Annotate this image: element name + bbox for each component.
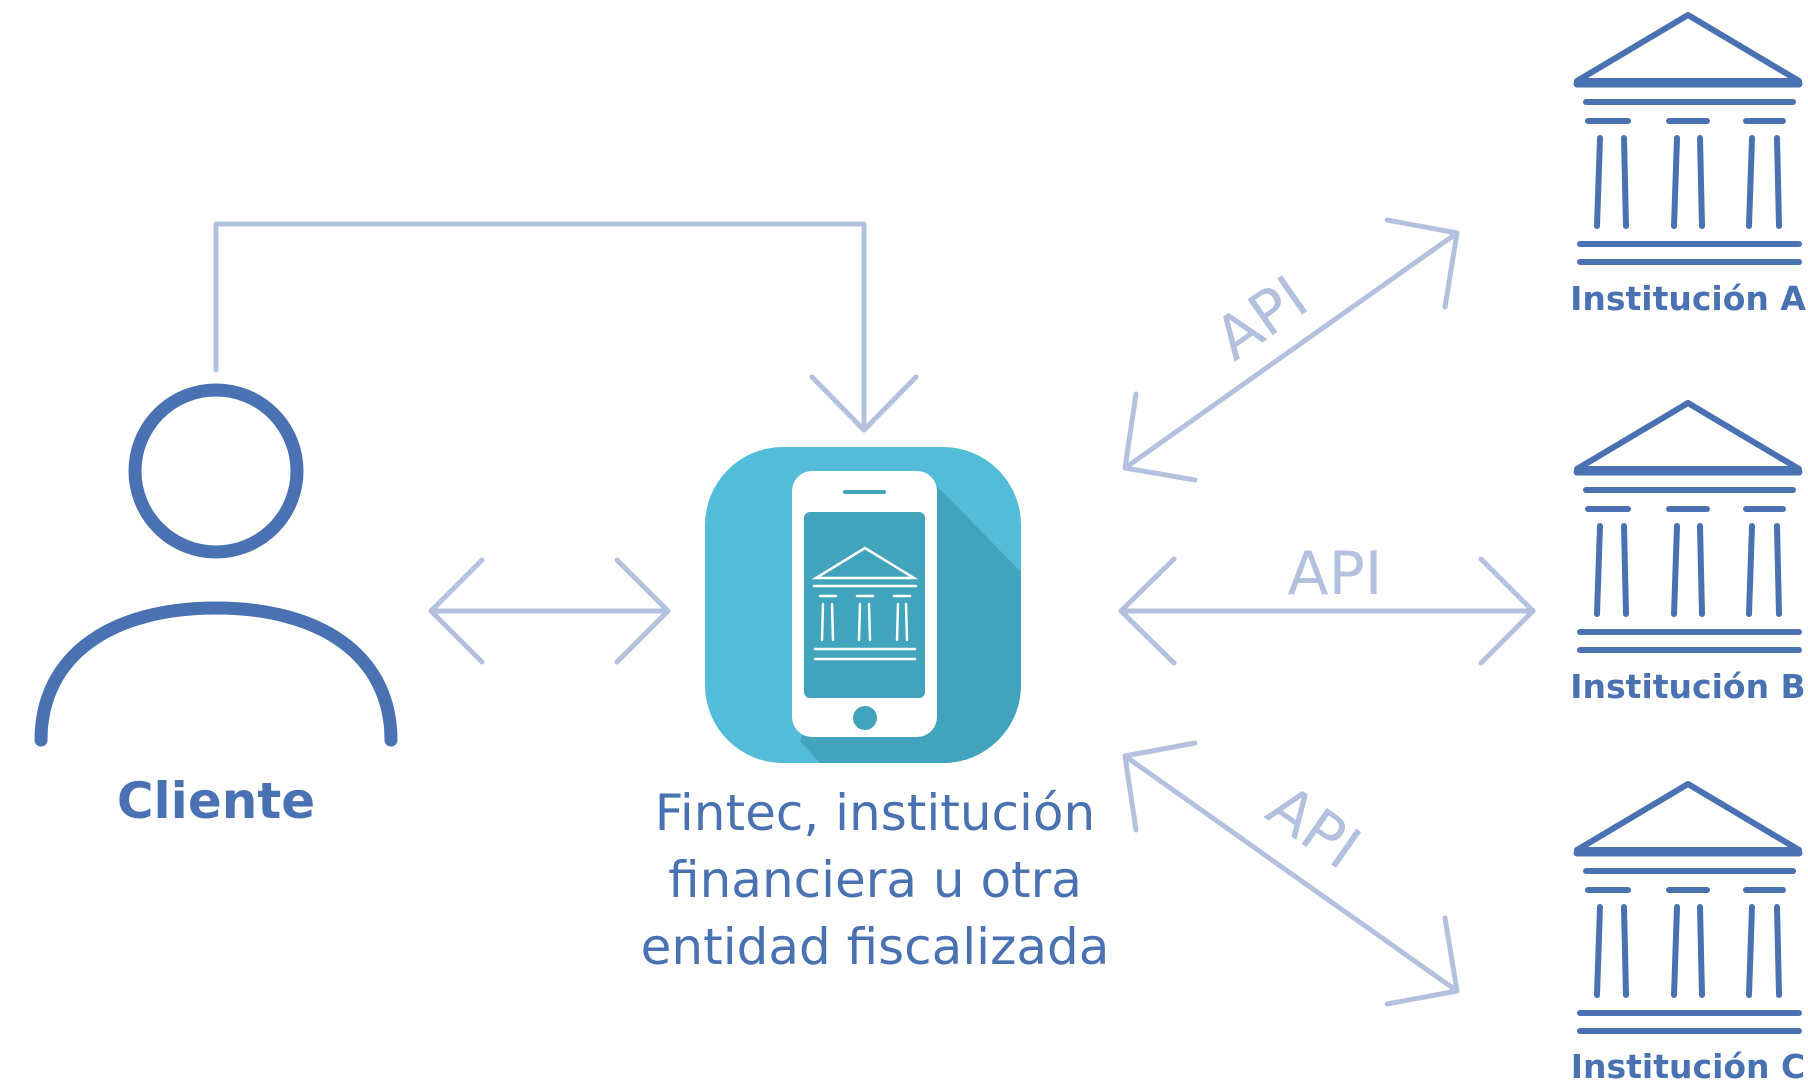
smartphone-bank-app-icon: [705, 447, 1021, 763]
client-person-icon: [34, 383, 398, 747]
api-arrow-institution-a: [1122, 217, 1460, 483]
fintec-label-line-2: financiera u otra: [668, 851, 1082, 909]
api-label-b: API: [1288, 539, 1383, 609]
bank-building-icon: [1573, 781, 1803, 1034]
mini-bank-icon: [811, 546, 919, 661]
api-arrow-institution-b: [1118, 556, 1536, 666]
api-label-a: API: [1203, 263, 1321, 375]
client-fintec-bidirectional-arrow: [428, 557, 671, 665]
institution-b-label: Institución B: [1570, 667, 1805, 706]
client-label: Cliente: [117, 772, 315, 830]
api-arrow-institution-c: [1122, 740, 1460, 1007]
bank-building-icon: [1573, 400, 1803, 653]
institution-a-label: Institución A: [1570, 279, 1806, 318]
institution-c-label: Institución C: [1571, 1047, 1806, 1084]
bank-building-icon: [1573, 12, 1803, 265]
client-fintec-elbow-arrow: [213, 221, 919, 433]
fintec-label-line-1: Fintec, institución: [655, 784, 1095, 842]
fintec-label-line-3: entidad fiscalizada: [641, 918, 1110, 976]
api-label-c: API: [1255, 772, 1373, 884]
